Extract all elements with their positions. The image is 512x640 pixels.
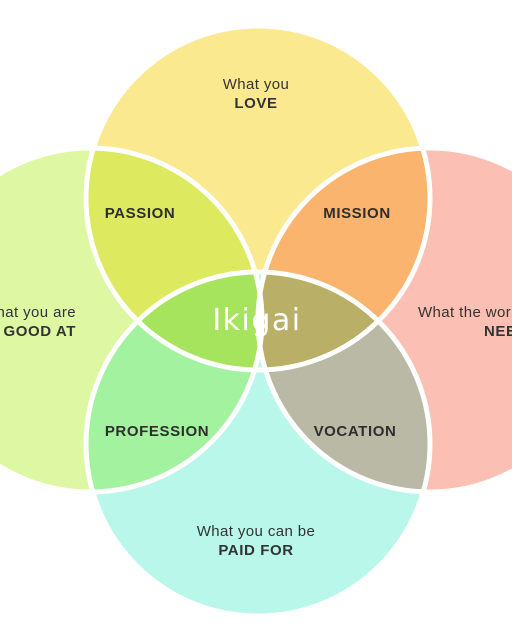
profession-label: PROFESSION [105,423,209,440]
paid-for-caption: What you can be [197,523,316,540]
love-caption: What you [223,76,290,93]
outline-good-at [0,145,265,495]
world-needs-title: NEEDS [484,323,512,340]
world-needs-caption: What the world [418,304,512,321]
outline-love [83,23,433,373]
mission-label: MISSION [323,205,391,222]
love-title: LOVE [234,95,277,112]
overlap-mission [258,148,430,370]
outline-paid-for [83,269,433,619]
overlap-vocation [258,272,430,492]
good-at-title: GOOD AT [3,323,76,340]
passion-label: PASSION [105,205,176,222]
paid-for-title: PAID FOR [218,542,293,559]
ikigai-label: Ikigai [212,303,301,338]
outline-world-needs [255,145,512,495]
good-at-caption: What you are [0,304,76,321]
vocation-label: VOCATION [314,423,397,440]
